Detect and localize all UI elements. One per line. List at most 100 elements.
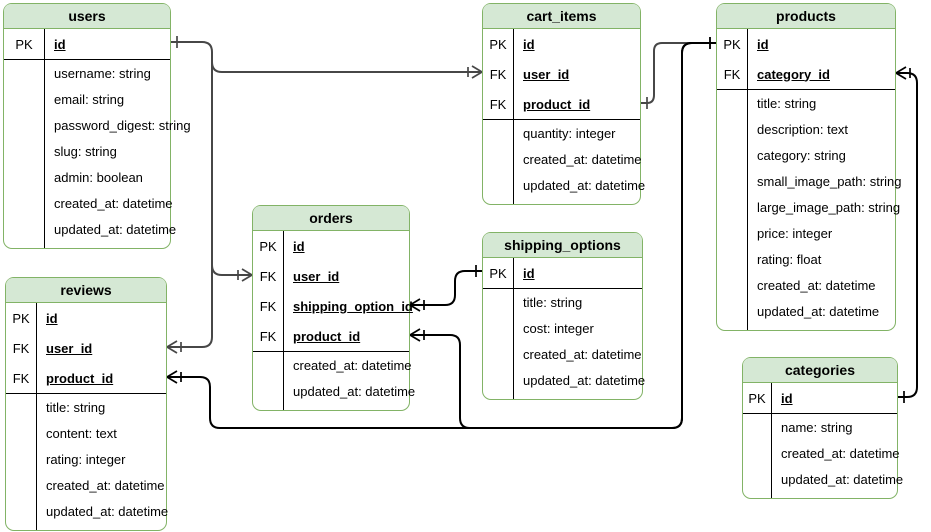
users-attr-row-0[interactable]: username: string [4, 60, 170, 86]
table-title: cart_items [526, 8, 597, 24]
key-field-label: shipping_option_id [293, 298, 413, 314]
users-attr-row-4[interactable]: admin: boolean [4, 164, 170, 190]
products-attr-row-3[interactable]: small_image_path: string [717, 168, 902, 194]
reviews-attr-row-3[interactable]: created_at: datetime [6, 472, 166, 498]
table-cart_items-header[interactable]: cart_items [483, 4, 640, 29]
products-attr-row-2[interactable]: category: string [717, 142, 895, 168]
cart_items-attr-row-0[interactable]: quantity: integer [483, 120, 640, 146]
relationship-products-category_id-to-categories[interactable] [896, 72, 918, 398]
relationship-users-id-to-orders[interactable] [211, 60, 252, 276]
users-attr-row-6[interactable]: updated_at: datetime [4, 216, 176, 242]
key-column-divider [36, 303, 37, 530]
attribute-section: username: string email: string password_di… [4, 59, 191, 242]
table-categories-header[interactable]: categories [743, 358, 897, 383]
users-attr-row-5[interactable]: created_at: datetime [4, 190, 173, 216]
relationship-cart_items-product_id-to-products[interactable] [641, 42, 716, 104]
shipping_options-attr-row-0[interactable]: title: string [483, 289, 642, 315]
key-field-label: product_id [293, 328, 361, 344]
attr-label: updated_at: datetime [54, 221, 177, 237]
categories-attr-row-0[interactable]: name: string [743, 414, 897, 440]
reviews-attr-row-1[interactable]: content: text [6, 420, 166, 446]
shipping_options-attr-row-1[interactable]: cost: integer [483, 315, 642, 341]
orders-attr-row-0[interactable]: created_at: datetime [253, 352, 412, 378]
attr-label: title: string [523, 294, 583, 310]
key-field-label: user_id [46, 340, 93, 356]
relationship-reviews-product_id-to-products[interactable] [167, 42, 716, 429]
users-attr-row-1[interactable]: email: string [4, 86, 170, 112]
cart_items-attr-row-2[interactable]: updated_at: datetime [483, 172, 645, 198]
attr-label: email: string [54, 91, 125, 107]
products-attr-row-6[interactable]: rating: float [717, 246, 895, 272]
key-field-label: id [523, 36, 535, 52]
orders-attr-row-1[interactable]: updated_at: datetime [253, 378, 415, 404]
table-orders-header[interactable]: orders [253, 206, 409, 231]
reviews-attr-row-0[interactable]: title: string [6, 394, 166, 420]
categories-attr-row-1[interactable]: created_at: datetime [743, 440, 900, 466]
attr-label: created_at: datetime [781, 445, 900, 461]
key-badge: FK [259, 298, 277, 314]
orders-key-row-shipping_option_id[interactable]: FK shipping_option_id [253, 291, 413, 321]
key-badge: PK [12, 310, 30, 326]
table-shipping_options-header[interactable]: shipping_options [483, 233, 642, 258]
products-attr-row-8[interactable]: updated_at: datetime [717, 298, 895, 324]
products-attr-row-7[interactable]: created_at: datetime [717, 272, 895, 298]
table-title: shipping_options [504, 237, 621, 253]
table-reviews-header[interactable]: reviews [6, 278, 166, 303]
key-field-label: user_id [293, 268, 340, 284]
cart_items-attr-row-1[interactable]: created_at: datetime [483, 146, 642, 172]
table-users-header[interactable]: users [4, 4, 170, 29]
attr-label: small_image_path: string [757, 173, 902, 189]
products-attr-row-0[interactable]: title: string [717, 90, 895, 116]
attr-label: password_digest: string [54, 117, 191, 133]
table-products-header[interactable]: products [717, 4, 895, 29]
attr-label: large_image_path: string [757, 199, 901, 215]
relationship-orders-shipping_option_id-to-shipping_options[interactable] [410, 270, 482, 306]
categories-attr-row-2[interactable]: updated_at: datetime [743, 466, 903, 492]
products-attr-row-4[interactable]: large_image_path: string [717, 194, 900, 220]
key-column-divider [513, 29, 514, 204]
key-badge: PK [15, 36, 33, 52]
attribute-section: name: string created_at: datetime updated_… [743, 413, 903, 492]
reviews-attr-row-4[interactable]: updated_at: datetime [6, 498, 168, 524]
crow-foot-marker [237, 268, 253, 282]
products-attr-row-1[interactable]: description: text [717, 116, 895, 142]
products-attr-row-5[interactable]: price: integer [717, 220, 895, 246]
users-attr-row-3[interactable]: slug: string [4, 138, 170, 164]
users-attr-row-2[interactable]: password_digest: string [4, 112, 191, 138]
key-column-divider [283, 231, 284, 410]
crow-foot-marker [409, 298, 425, 312]
attr-label: admin: boolean [54, 169, 143, 185]
reviews-attr-row-2[interactable]: rating: integer [6, 446, 166, 472]
attr-label: slug: string [54, 143, 117, 159]
key-badge: FK [723, 66, 741, 82]
key-column-divider [513, 258, 514, 399]
attr-label: title: string [46, 399, 106, 415]
attr-label: created_at: datetime [54, 195, 173, 211]
relationship-users-id-to-reviews[interactable] [167, 263, 213, 348]
relationship-users-id-to-cart_items[interactable] [171, 41, 482, 73]
shipping_options-attr-row-2[interactable]: created_at: datetime [483, 341, 642, 367]
shipping_options-attr-row-3[interactable]: updated_at: datetime [483, 367, 645, 393]
